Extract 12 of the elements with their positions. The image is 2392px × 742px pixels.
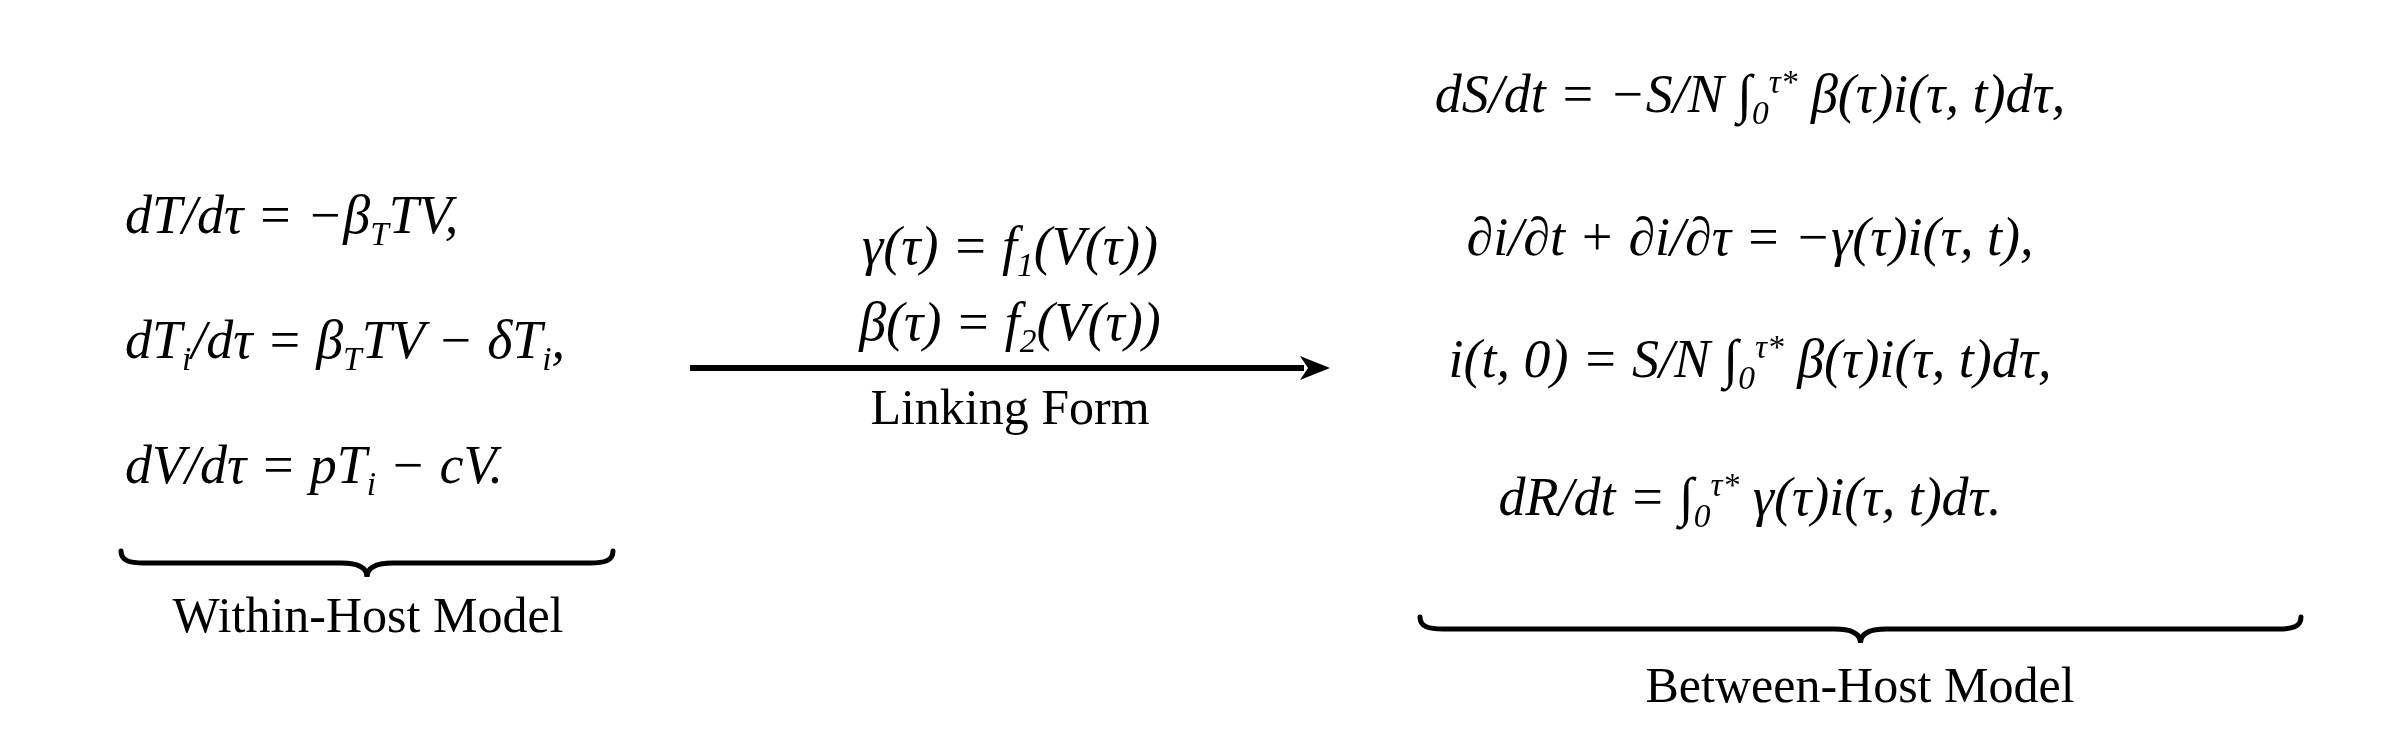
equation: i(t, 0) = S/N ∫$_{0}$$^{τ*}$ β(τ)i(τ, t)dτ, [1448, 328, 2052, 390]
equation: γ(τ) = f$_{1}$(V(τ)) [862, 215, 1158, 277]
arrow [690, 356, 1330, 380]
model-caption: Between-Host Model [1645, 656, 2075, 715]
equation: dR/dt = ∫$_{0}$$^{τ*}$ γ(τ)i(τ, t)dτ. [1498, 466, 2002, 528]
equation: dV/dτ = pT$_{i}$ − cV. [125, 434, 504, 496]
equation: β(τ) = f$_{2}$(V(τ)) [859, 291, 1161, 353]
equation: dT/dτ = −β$_{T}$TV, [125, 184, 459, 246]
equation: dT$_{i}$/dτ = β$_{T}$TV − δT$_{i}$, [125, 309, 566, 371]
equation: dS/dt = −S/N ∫$_{0}$$^{τ*}$ β(τ)i(τ, t)dτ, [1434, 63, 2066, 125]
equation: ∂i/∂t + ∂i/∂τ = −γ(τ)i(τ, t), [1466, 206, 2034, 268]
model-caption: Within-Host Model [172, 586, 564, 645]
